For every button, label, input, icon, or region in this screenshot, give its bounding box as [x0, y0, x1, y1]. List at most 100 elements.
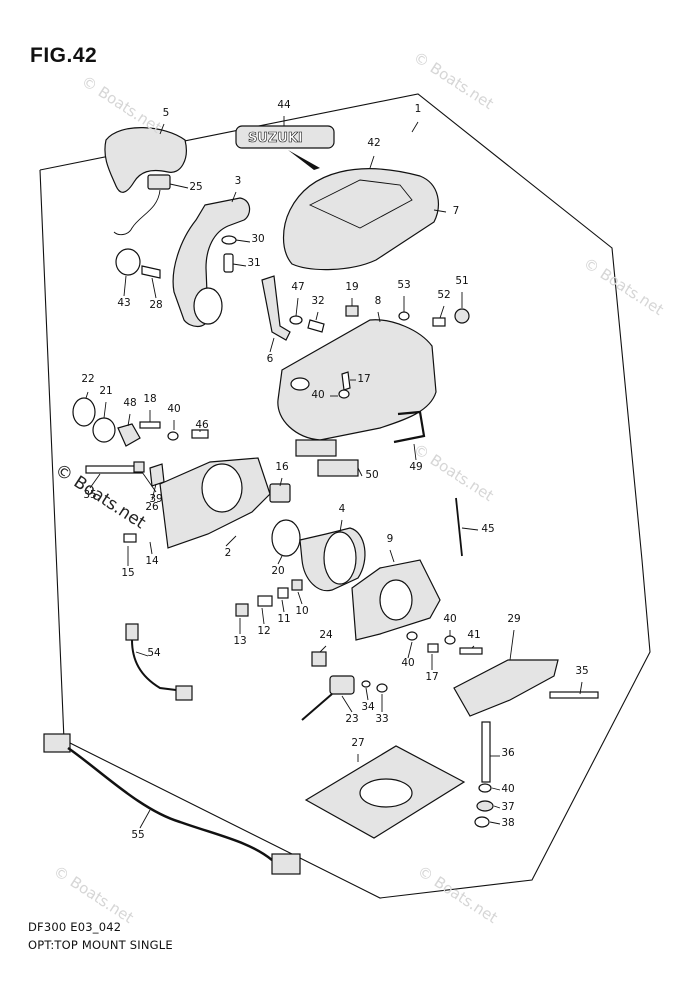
callout-54: 54 [147, 647, 161, 659]
block-13 [235, 603, 249, 617]
callout-16: 16 [275, 461, 289, 473]
leader-line [439, 305, 445, 319]
washer-30 [221, 235, 237, 245]
arm-hub-3 [193, 287, 223, 325]
callout-46: 46 [195, 419, 209, 431]
bracket-29 [453, 659, 559, 717]
cap-43 [115, 248, 141, 276]
callout-5: 5 [163, 107, 170, 119]
callout-31: 31 [247, 257, 260, 269]
callout-27: 27 [351, 737, 364, 749]
callout-21: 21 [99, 385, 112, 397]
callout-40: 40 [443, 613, 456, 625]
callout-2: 2 [225, 547, 232, 559]
leader-line [269, 337, 275, 353]
connector-54b [175, 685, 193, 701]
wire-54 [131, 639, 177, 691]
callout-13: 13 [233, 635, 246, 647]
leader-line [491, 787, 501, 791]
ring-21 [92, 417, 116, 443]
callout-33: 33 [375, 713, 388, 725]
callout-34: 34 [361, 701, 375, 713]
figure-caption: OPT:TOP MOUNT SINGLE [28, 938, 173, 952]
clip-6 [261, 275, 291, 341]
nut-38 [474, 816, 490, 828]
callout-52: 52 [437, 289, 450, 301]
figure-title: FIG.42 [30, 44, 98, 67]
bolt-41 [459, 647, 483, 655]
screw-17-top [341, 371, 351, 391]
screw-15 [123, 533, 137, 543]
leader-line [471, 645, 475, 649]
leader-line [123, 275, 127, 297]
cable-tie-45 [455, 497, 463, 557]
ring-22 [72, 397, 96, 427]
callout-48: 48 [123, 397, 136, 409]
leader-line [319, 645, 327, 653]
callout-41: 41 [467, 629, 480, 641]
callout-45: 45 [481, 523, 494, 535]
leader-line [235, 239, 251, 243]
callout-36: 36 [501, 747, 515, 759]
leader-line [369, 155, 375, 169]
callout-29: 29 [507, 613, 520, 625]
leader-line [232, 263, 247, 267]
leader-line [169, 183, 189, 189]
callout-39: 39 [149, 493, 162, 505]
assembly-frame [39, 93, 651, 899]
callout-17: 17 [357, 373, 370, 385]
callout-42: 42 [367, 137, 380, 149]
washer-34 [361, 680, 371, 688]
washer-40-bottom [478, 783, 492, 793]
cover-7 [282, 168, 439, 271]
callout-25: 25 [189, 181, 202, 193]
screw-31 [223, 253, 234, 273]
connector-54a [125, 623, 139, 641]
screw-32 [307, 319, 325, 333]
leader-line [315, 311, 319, 321]
callout-26: 26 [145, 501, 159, 513]
leader-line [389, 549, 395, 563]
callout-22: 22 [81, 373, 94, 385]
callout-10: 10 [295, 605, 308, 617]
callout-43: 43 [117, 297, 130, 309]
leader-line [377, 311, 381, 323]
leader-line [89, 473, 101, 489]
washer-47 [289, 315, 303, 325]
leader-line [411, 121, 419, 133]
pad-50a [295, 439, 337, 457]
clip-39 [133, 461, 145, 473]
leader-line [149, 541, 153, 555]
nut-33 [376, 683, 388, 693]
leader-line [365, 687, 369, 701]
leader-line [407, 641, 413, 659]
pin-11 [277, 587, 289, 599]
callout-53: 53 [397, 279, 410, 291]
callout-50: 50 [365, 469, 378, 481]
callout-11: 11 [277, 613, 290, 625]
leader-line [297, 591, 303, 605]
housing-8-boss [290, 377, 310, 391]
connector-55a [43, 733, 71, 753]
leader-line [151, 277, 157, 299]
callout-3: 3 [235, 175, 242, 187]
knob-51 [454, 308, 470, 324]
callout-18: 18 [143, 393, 156, 405]
cover-7-top [308, 179, 413, 229]
washer-40-left [167, 431, 179, 441]
callout-9: 9 [387, 533, 394, 545]
callout-6: 6 [267, 353, 274, 365]
callout-20: 20 [271, 565, 284, 577]
handle-grip-5 [104, 127, 187, 193]
leader-line [231, 191, 237, 203]
callout-8: 8 [375, 295, 382, 307]
housing-8 [277, 319, 437, 441]
body-9-bore [379, 579, 413, 621]
leader-line [489, 821, 501, 825]
plate-48 [117, 423, 141, 447]
leader-line [579, 681, 583, 695]
leader-line [103, 401, 107, 419]
callout-44: 44 [277, 99, 291, 111]
screw-52 [432, 317, 446, 327]
